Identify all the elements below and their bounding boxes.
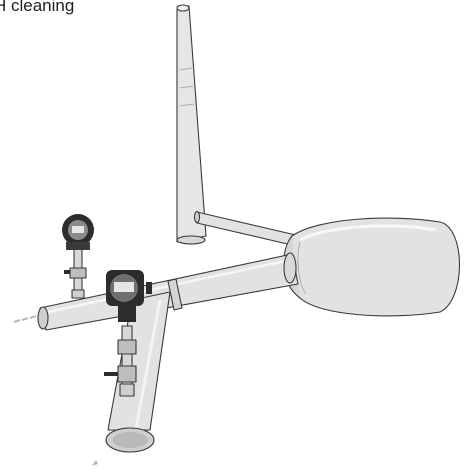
diagram-caption: H cleaning	[0, 0, 75, 15]
stack-connector-pipe	[193, 210, 301, 247]
valve-assembly-lower	[104, 325, 137, 397]
transmitter-upper-left	[62, 214, 94, 299]
transmitter-center	[106, 270, 152, 322]
vertical-stack	[176, 4, 207, 245]
flow-outlet-arrow	[92, 460, 98, 466]
separator-tank	[283, 217, 461, 317]
flow-inlet-arrow	[13, 315, 37, 323]
